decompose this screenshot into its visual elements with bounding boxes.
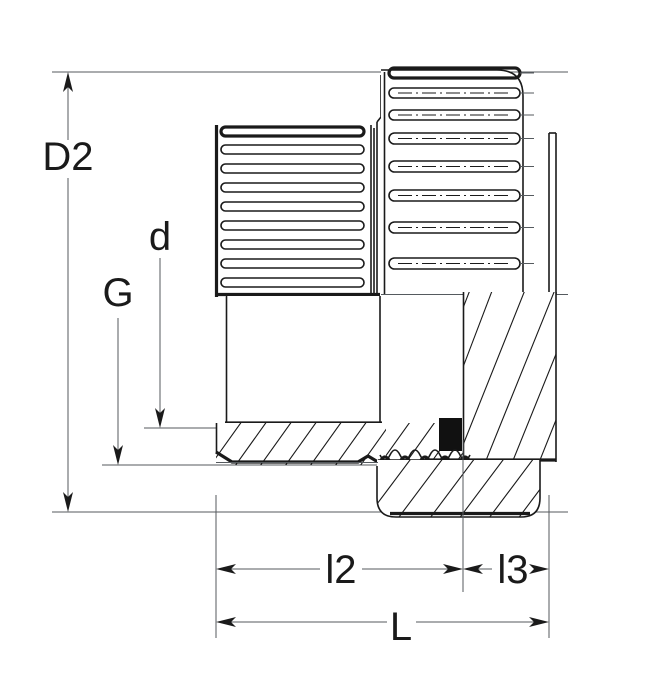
arrow-down-D2 <box>63 492 73 512</box>
dimension-label-D2: D2 <box>42 135 93 179</box>
right-knurled-nut <box>381 66 568 295</box>
dimension-l2: l2 <box>216 548 463 592</box>
right-knurl-edge-ticks <box>520 72 534 264</box>
nut-outer-shell <box>548 132 557 295</box>
dimension-L: L <box>216 605 549 649</box>
dimension-l3: l3 <box>463 548 549 592</box>
arrow-right-L <box>529 617 549 627</box>
dimension-d: d <box>149 215 171 428</box>
dimension-label-l3: l3 <box>497 548 528 592</box>
bottom-extension-lines <box>215 440 550 638</box>
o-ring-seal <box>439 418 462 451</box>
dimension-G: G <box>102 271 134 465</box>
left-wall-hatching <box>216 423 386 465</box>
right-hatched-body <box>425 292 557 462</box>
right-body-hatching <box>463 292 556 460</box>
dimension-label-d: d <box>149 215 171 259</box>
arrow-down-d <box>155 408 165 428</box>
bottom-hatched-nut <box>376 460 541 518</box>
arrow-left-L <box>216 617 236 627</box>
dimension-D2: D2 <box>42 72 94 512</box>
arrow-left-l2 <box>216 564 236 574</box>
inner-bore-cavity <box>225 296 382 425</box>
bottom-nut-hatching <box>377 460 540 517</box>
arrow-up-D2 <box>63 72 73 92</box>
arrow-right-l3 <box>529 564 549 574</box>
arrow-down-G <box>113 445 123 465</box>
left-knurl-slots <box>219 125 366 288</box>
dimension-label-G: G <box>102 271 133 315</box>
arrow-right-l2 <box>443 564 463 574</box>
dimension-label-l2: l2 <box>325 548 356 592</box>
left-knurled-sleeve <box>214 125 380 297</box>
dimension-label-L: L <box>390 605 412 649</box>
arrow-left-l3 <box>463 564 483 574</box>
